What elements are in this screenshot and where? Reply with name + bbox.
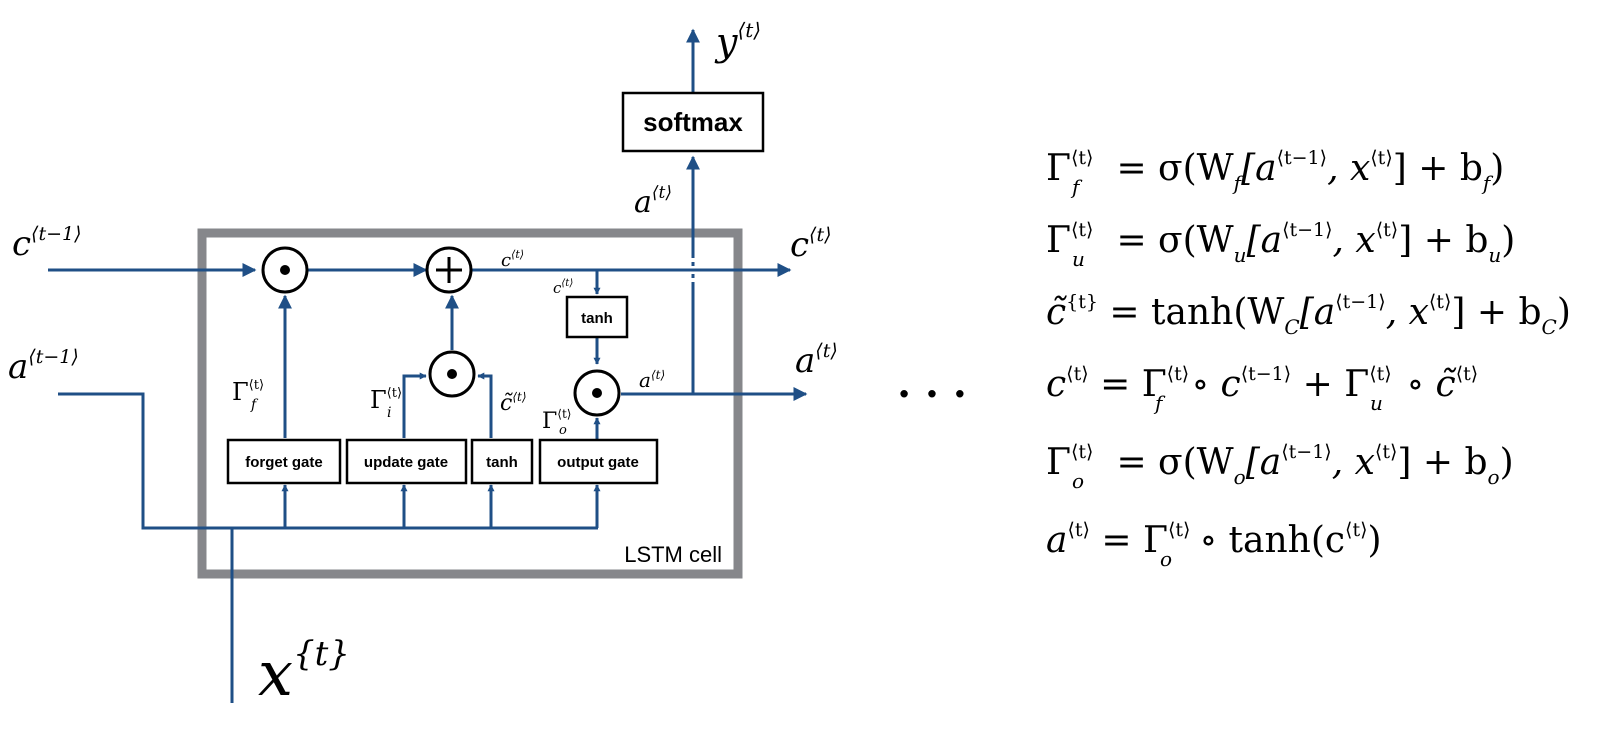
lstm-cell-frame <box>197 228 743 579</box>
label-gamma-f: Γ⟨t⟩f <box>232 378 264 413</box>
update-gate-label: update gate <box>364 454 448 471</box>
wires <box>48 28 808 703</box>
label-c-t-branch: c⟨t⟩ <box>553 278 573 297</box>
forget-gate-label: forget gate <box>245 454 323 471</box>
forget-gate-box: forget gate <box>226 438 342 485</box>
equation-output-gate: Γ⟨t⟩o = σ(Wo[a⟨t−1⟩, x⟨t⟩] + bo) <box>1046 441 1514 493</box>
gamma-i-wire <box>402 372 427 438</box>
tanh-bottom-box: tanh <box>470 438 534 485</box>
label-c-t-out: c⟨t⟩ <box>790 224 832 265</box>
op-output-hadamard <box>573 369 621 417</box>
label-a-prev: a⟨t−1⟩ <box>8 346 79 387</box>
label-a-t-inner: a⟨t⟩ <box>639 368 665 392</box>
label-gamma-o: Γ⟨t⟩o <box>542 407 571 438</box>
softmax-label: softmax <box>643 107 743 137</box>
op-update-hadamard <box>428 350 476 398</box>
label-a-t-out: a⟨t⟩ <box>795 340 838 381</box>
ellipsis: · · · <box>897 371 967 418</box>
lstm-cell-label: LSTM cell <box>624 542 722 567</box>
equations: Γ⟨t⟩f = σ(Wf[a⟨t−1⟩, x⟨t⟩] + bf) Γ⟨t⟩u =… <box>1046 147 1571 571</box>
equation-hidden-state: a⟨t⟩ = Γ⟨t⟩o ∘ tanh(c⟨t⟩) <box>1046 519 1382 571</box>
equation-candidate: c̃{t} = tanh(WC[a⟨t−1⟩, x⟨t⟩] + bC) <box>1046 291 1571 339</box>
label-y-t: y⟨t⟩ <box>714 18 761 64</box>
label-x-t: x{t} <box>258 634 350 710</box>
op-plus <box>425 246 473 294</box>
output-gate-box: output gate <box>538 438 659 485</box>
equation-forget-gate: Γ⟨t⟩f = σ(Wf[a⟨t−1⟩, x⟨t⟩] + bf) <box>1046 147 1504 199</box>
label-c-t-inner: c⟨t⟩ <box>501 248 524 271</box>
label-c-tilde: c̃⟨t⟩ <box>500 390 527 416</box>
equation-cell-state: c⟨t⟩ = Γ⟨t⟩f ∘ c⟨t−1⟩ + Γ⟨t⟩u ∘ c̃⟨t⟩ <box>1046 363 1478 415</box>
tanh-top-label: tanh <box>581 310 613 327</box>
a-prev-bus <box>58 392 598 530</box>
label-a-t-top: a⟨t⟩ <box>634 183 672 220</box>
tanh-top-box: tanh <box>565 295 629 339</box>
output-gate-label: output gate <box>557 454 639 471</box>
label-c-prev: c⟨t−1⟩ <box>12 223 82 264</box>
update-gate-box: update gate <box>345 438 468 485</box>
tanh-bottom-label: tanh <box>486 454 518 471</box>
equation-update-gate: Γ⟨t⟩u = σ(Wu[a⟨t−1⟩, x⟨t⟩] + bu) <box>1046 219 1515 271</box>
softmax-box: softmax <box>621 91 765 153</box>
c-tilde-wire <box>477 372 493 438</box>
label-gamma-i: Γ⟨t⟩i <box>370 386 402 421</box>
op-forget-hadamard <box>261 246 309 294</box>
